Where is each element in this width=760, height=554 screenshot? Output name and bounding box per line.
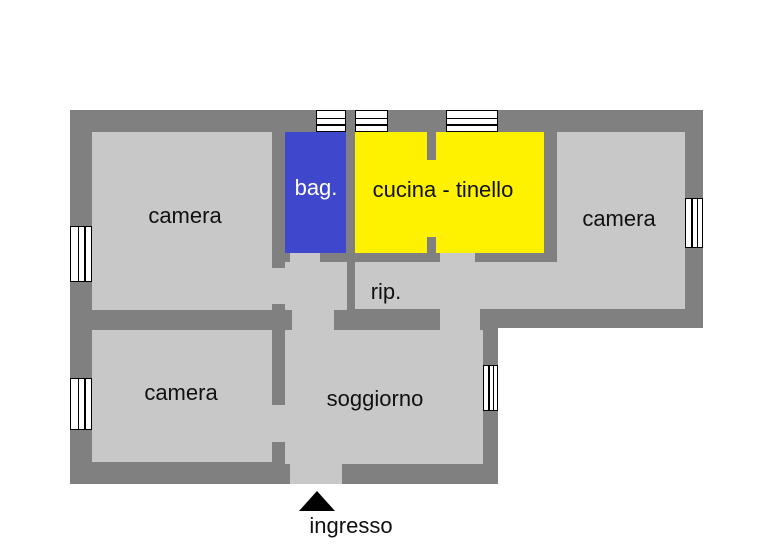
entrance-opening: [290, 462, 342, 484]
hallway: [285, 262, 347, 310]
camera-top-left-door: [272, 268, 286, 304]
window-icon: [70, 226, 92, 282]
kitchen-partition-bottom: [427, 237, 436, 253]
room-bathroom: [285, 132, 346, 253]
camera-right-door: [545, 268, 559, 304]
room-camera-top-left: [92, 132, 272, 310]
room-camera-bottom-left: [92, 330, 272, 462]
window-icon: [483, 365, 498, 411]
room-living: [285, 330, 483, 464]
window-icon: [446, 110, 498, 132]
room-camera-right: [557, 132, 685, 309]
window-icon: [355, 110, 388, 132]
label-bathroom: bag.: [294, 175, 338, 200]
window-icon: [685, 198, 703, 248]
label-storage: rip.: [370, 279, 402, 304]
room-kitchen: [355, 132, 544, 253]
window-icon: [70, 378, 92, 430]
label-camera-right: camera: [582, 206, 656, 231]
label-living: soggiorno: [326, 386, 424, 411]
kitchen-door: [440, 253, 475, 265]
label-entrance: ingresso: [309, 513, 393, 538]
room-storage: [355, 262, 545, 309]
window-icon: [316, 110, 346, 132]
kitchen-partition-top: [427, 132, 436, 160]
hallway-to-living: [292, 308, 334, 330]
bath-door: [290, 253, 320, 265]
camera-bottom-left-door: [272, 405, 286, 442]
label-camera-bottom-left: camera: [144, 380, 218, 405]
entrance-arrow-icon: [299, 491, 335, 511]
label-camera-top-left: camera: [148, 203, 222, 228]
hallway-door: [440, 308, 480, 330]
label-kitchen: cucina - tinello: [372, 177, 514, 202]
